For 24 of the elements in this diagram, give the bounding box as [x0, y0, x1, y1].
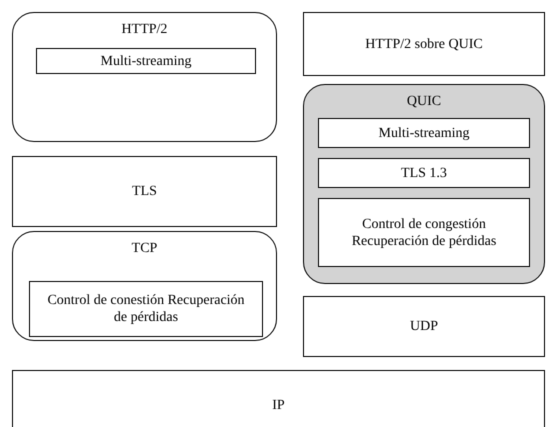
layer-title: TCP	[130, 240, 158, 257]
layer-box	[303, 12, 545, 76]
layer-title: QUIC	[406, 93, 442, 110]
layer-label: UDP	[410, 318, 438, 335]
layer-label: IP	[272, 397, 285, 414]
layer-box	[303, 296, 545, 357]
layer-label: Multi-streaming	[100, 52, 192, 70]
layer-label: Multi-streaming	[378, 124, 470, 142]
function-box	[36, 48, 256, 74]
layer-box	[12, 231, 277, 341]
function-box	[318, 118, 530, 148]
layer-box	[12, 156, 277, 227]
layer-label: Control de congestión Recuperación de pérdidas	[350, 216, 498, 250]
layer-label: HTTP/2 sobre QUIC	[365, 36, 483, 52]
function-box	[318, 198, 530, 267]
layer-box	[12, 12, 277, 142]
layer-title: HTTP/2	[120, 21, 168, 38]
layer-box	[303, 84, 545, 284]
layer-label: TLS	[132, 183, 157, 200]
function-box	[29, 281, 263, 337]
layer-box	[12, 370, 545, 427]
layer-label: TLS 1.3	[400, 164, 448, 182]
layer-label: Control de conestión Recuperación de pérdidas	[46, 292, 246, 326]
function-box	[318, 158, 530, 188]
